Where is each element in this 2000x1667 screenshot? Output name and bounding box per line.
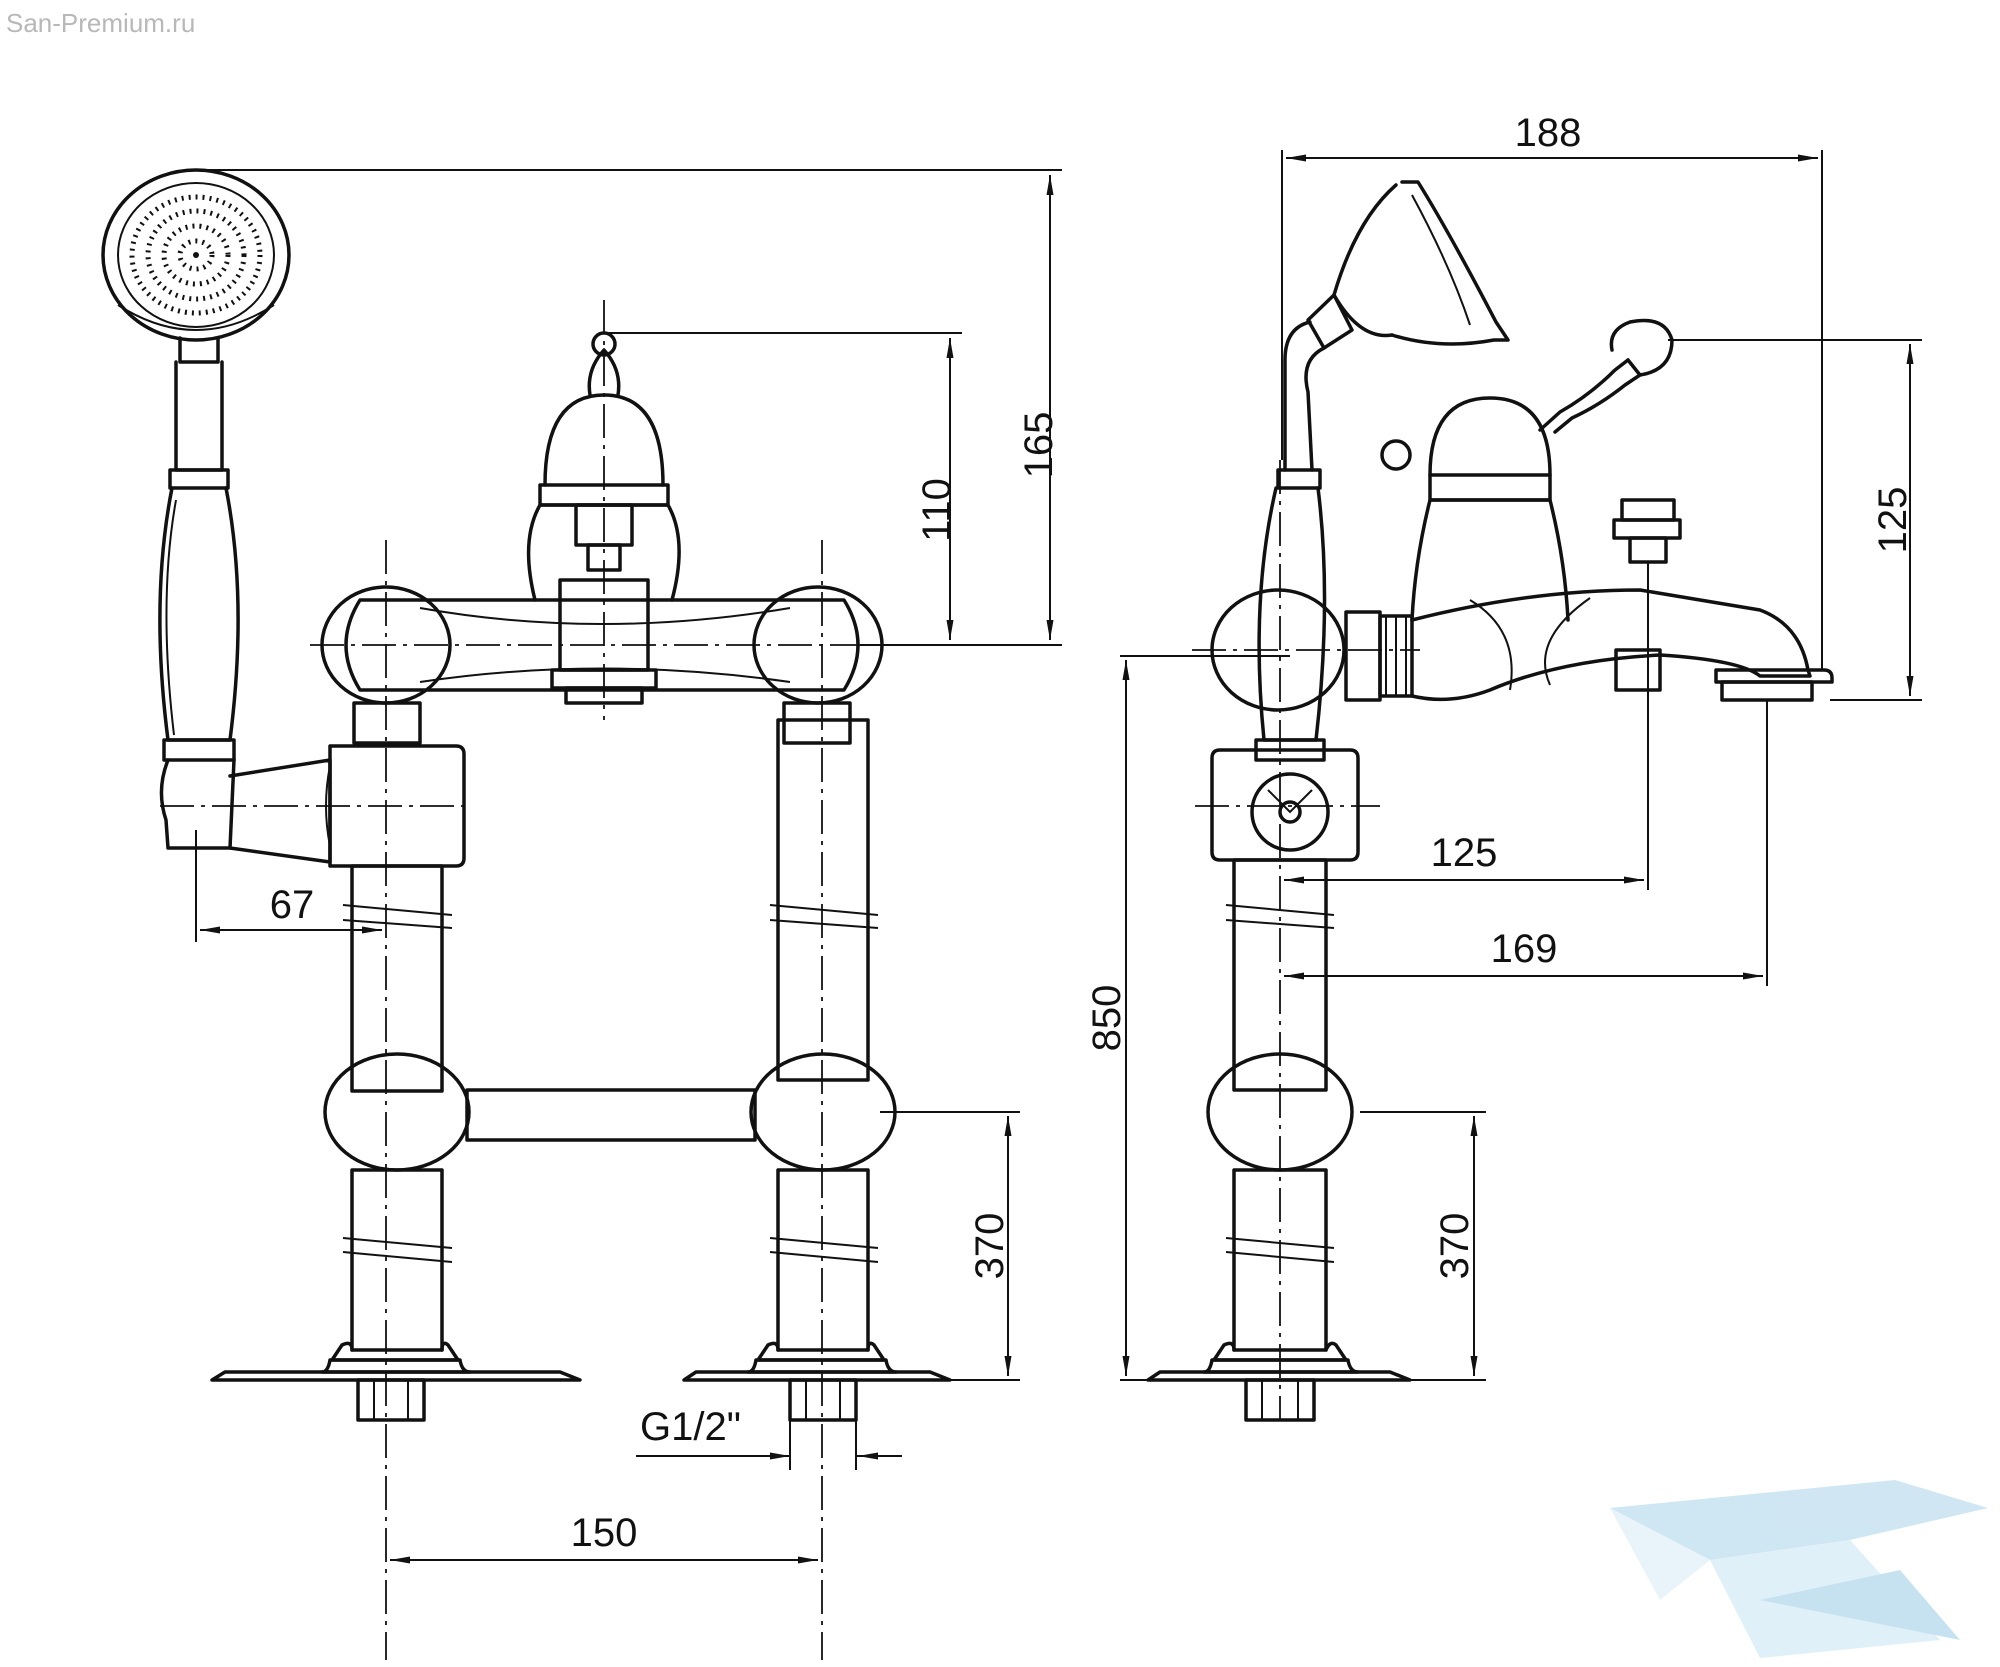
side-shower-handle [1254, 486, 1327, 762]
dim-165: 165 [1017, 412, 1061, 479]
dim-370-side: 370 [1433, 1213, 1477, 1280]
watermark-text: San-Premium.ru [6, 8, 195, 38]
dim-169: 169 [1491, 927, 1558, 971]
side-shower-hose [1276, 320, 1326, 490]
base-plates [210, 1341, 952, 1422]
side-mixer-body [1210, 318, 1834, 712]
centerlines-front [160, 300, 895, 1660]
dim-188: 188 [1515, 111, 1582, 155]
dimensions-side: 188 125 850 125 169 370 [1085, 111, 1922, 1381]
dim-125-side-vertical: 125 [1871, 487, 1915, 554]
centerlines-side [1192, 460, 1420, 1420]
legs [323, 701, 897, 1352]
front-view: 165 110 67 370 150 G1/2" [101, 168, 1062, 1660]
dim-850: 850 [1085, 985, 1129, 1052]
side-view: 188 125 850 125 169 370 [1085, 111, 1922, 1422]
dim-67: 67 [270, 883, 315, 927]
mixer-body [320, 331, 884, 705]
side-bracket [1210, 748, 1360, 862]
dim-125-side-horizontal: 125 [1431, 831, 1498, 875]
dim-370-front: 370 [968, 1213, 1012, 1280]
dim-thread: G1/2" [640, 1405, 741, 1449]
hand-shower-handle [158, 336, 240, 762]
side-shower-head [1306, 180, 1510, 350]
hand-shower-head [101, 168, 291, 342]
dim-150: 150 [571, 1511, 638, 1555]
dimensions-front: 165 110 67 370 150 G1/2" [195, 169, 1062, 1564]
side-column [1146, 858, 1412, 1422]
dim-110: 110 [915, 478, 959, 542]
watermark-logo [1610, 1480, 1988, 1658]
hose-connector [159, 744, 466, 868]
